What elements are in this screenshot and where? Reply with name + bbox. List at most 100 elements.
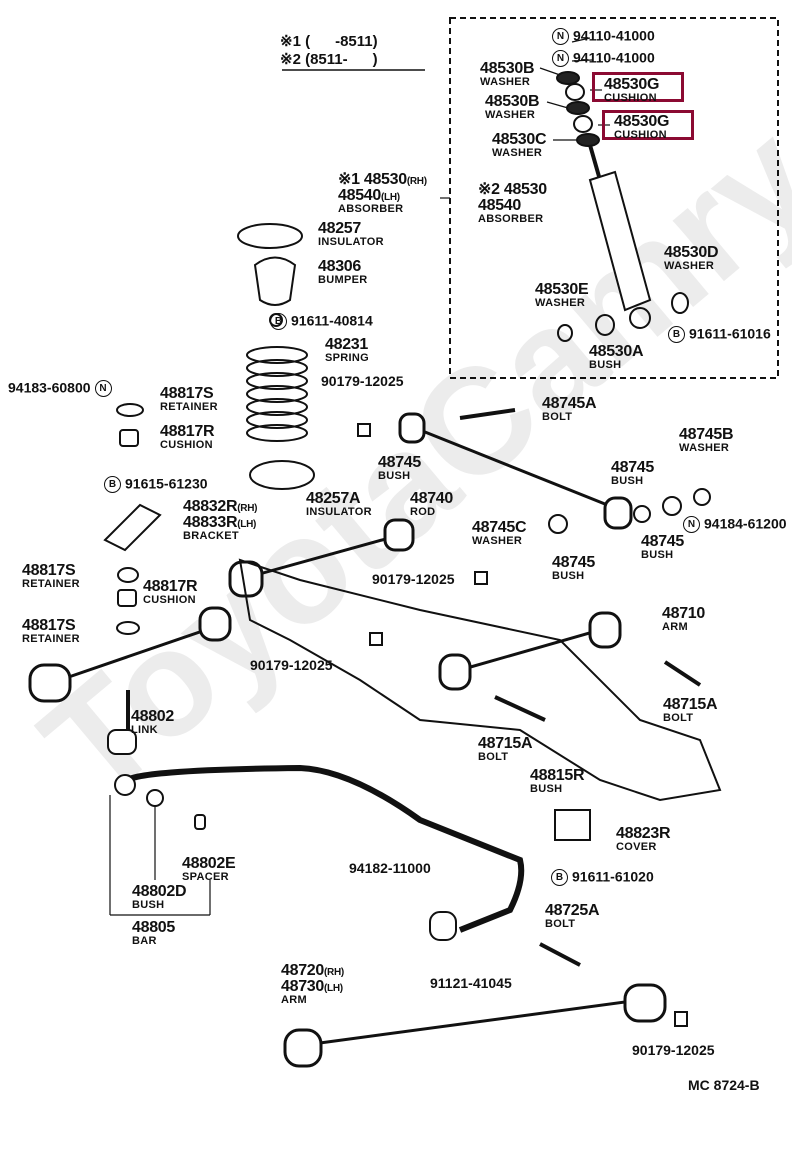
part-number-text: 48817S xyxy=(160,385,214,402)
code-text: 91121-41045 xyxy=(430,975,512,991)
part-number: 48530C xyxy=(492,131,547,148)
part-number-2: 48730(LH) xyxy=(281,979,344,995)
part-number-text: 48725A xyxy=(545,902,600,919)
part-number-text: 48833R xyxy=(183,514,238,531)
part-number-text: 48257 xyxy=(318,220,361,237)
part-number-2: 48540 xyxy=(478,198,547,214)
part-number-text: 48740 xyxy=(410,490,453,507)
part-number-text: 48720 xyxy=(281,962,324,979)
part-number: 48725A xyxy=(545,902,600,919)
code-text: 90179-12025 xyxy=(321,373,404,389)
part-name: BUSH xyxy=(589,359,622,371)
code-text: 94110-41000 xyxy=(573,49,655,66)
part-number: 48817S xyxy=(160,386,218,402)
part-number-text: 48817R xyxy=(160,423,215,440)
part-name: WASHER xyxy=(480,76,531,88)
code-text: 91611-40814 xyxy=(291,312,373,329)
code-text: 90179-12025 xyxy=(250,657,333,673)
part-number-text: 48530E xyxy=(535,281,589,298)
part-name: BRACKET xyxy=(183,530,239,542)
part-name: ARM xyxy=(662,621,688,633)
part-name: BUSH xyxy=(132,899,165,911)
part-number-text: 48540 xyxy=(338,187,381,204)
code-text: 94110-41000 xyxy=(573,27,655,44)
n-marker-icon: N xyxy=(552,28,569,45)
part-number-text: 48730 xyxy=(281,978,324,995)
part-number-text: 48530C xyxy=(492,131,547,148)
part-number: 48257 xyxy=(318,221,384,237)
part-number: 48817R xyxy=(160,423,215,440)
part-number: 48530A xyxy=(589,343,644,360)
part-number-2: 48833R(LH) xyxy=(183,515,257,531)
part-name: INSULATOR xyxy=(318,236,384,248)
part-name: BUMPER xyxy=(318,274,368,286)
part-number-text: 48805 xyxy=(132,919,175,936)
part-number: 48745 xyxy=(611,460,654,476)
part-number: 48257A xyxy=(306,491,372,507)
note-1: ※1 ( -8511) xyxy=(280,33,378,50)
part-number-text: 48715A xyxy=(663,696,718,713)
part-number-text: 48306 xyxy=(318,258,361,275)
code-text: 91611-61020 xyxy=(572,868,654,885)
callout-48720: 48720(RH)48730(LH)ARM xyxy=(281,963,344,1006)
part-name: WASHER xyxy=(679,442,730,454)
part-number: 48802D xyxy=(132,884,187,900)
part-name: SPRING xyxy=(325,352,369,364)
stabilizer-bar xyxy=(122,764,525,933)
part-number: 48745A xyxy=(542,396,597,412)
part-name: INSULATOR xyxy=(306,506,372,518)
part-number-text: 48540 xyxy=(478,197,521,214)
part-number-text: 48745 xyxy=(641,533,684,550)
part-number: 48745 xyxy=(552,555,595,571)
part-code: 90179-12025 xyxy=(321,374,404,390)
part-number: 48817R xyxy=(143,579,198,595)
side-suffix: (LH) xyxy=(324,983,343,994)
part-name: LINK xyxy=(131,724,158,736)
part-number: 48745B xyxy=(679,426,734,443)
part-number-text: 48530A xyxy=(589,343,644,360)
part-number-text: ※2 48530 xyxy=(478,181,547,198)
part-name: WASHER xyxy=(485,109,536,121)
bumper-48306 xyxy=(253,256,297,306)
part-number-text: 48745B xyxy=(679,426,734,443)
part-number: 48231 xyxy=(325,337,369,353)
code-text: 90179-12025 xyxy=(632,1042,715,1058)
part-name: BOLT xyxy=(478,751,509,763)
diagram-code: MC 8724-B xyxy=(688,1077,760,1093)
part-number-text: 48745 xyxy=(378,454,421,471)
part-number: 48817S xyxy=(22,563,80,579)
part-number: 48815R xyxy=(530,768,585,784)
part-number: 48710 xyxy=(662,606,705,622)
part-name: BUSH xyxy=(641,549,674,561)
side-suffix: (RH) xyxy=(324,967,344,978)
part-number: 48823R xyxy=(616,826,671,842)
part-code: 90179-12025 xyxy=(372,572,455,588)
part-number: 48745C xyxy=(472,520,527,536)
